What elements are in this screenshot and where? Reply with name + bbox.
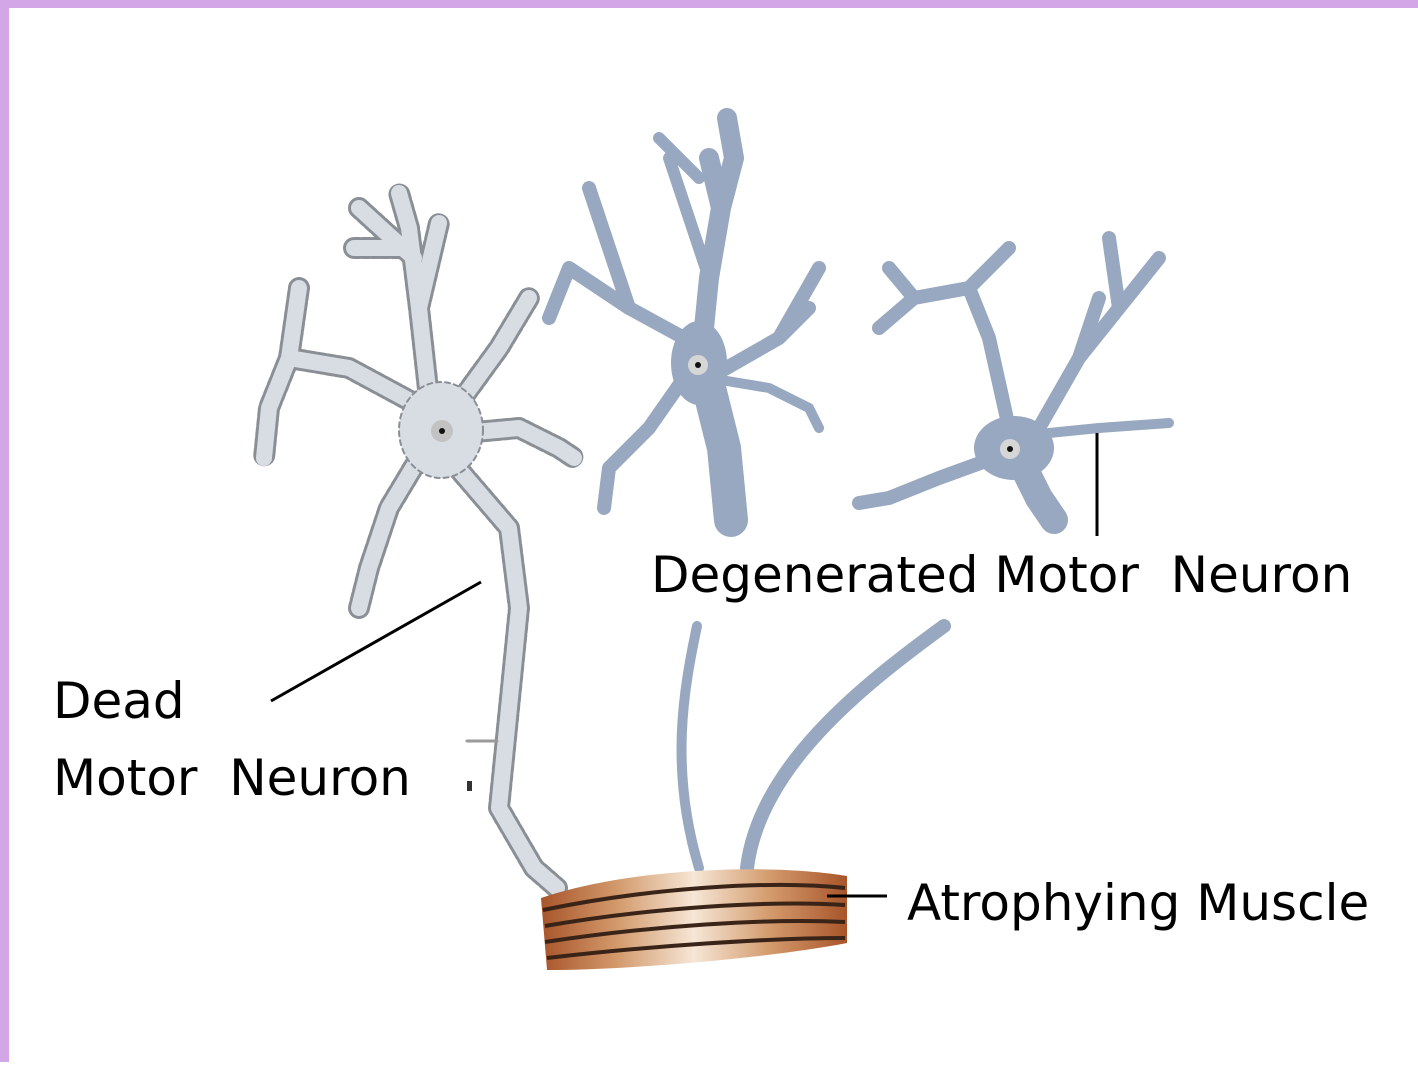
dead-motor-neuron-label-line1: Dead xyxy=(53,676,185,726)
degenerated-neuron-icon xyxy=(859,238,1169,520)
degenerated-motor-neuron-label: Degenerated Motor Neuron xyxy=(651,550,1352,600)
atrophying-muscle-label: Atrophying Muscle xyxy=(907,878,1369,928)
muscle-fiber-icon xyxy=(541,869,847,970)
dead-motor-neuron-label-line2: Motor Neuron xyxy=(53,753,411,803)
dead-neuron-leader-line xyxy=(271,582,481,701)
